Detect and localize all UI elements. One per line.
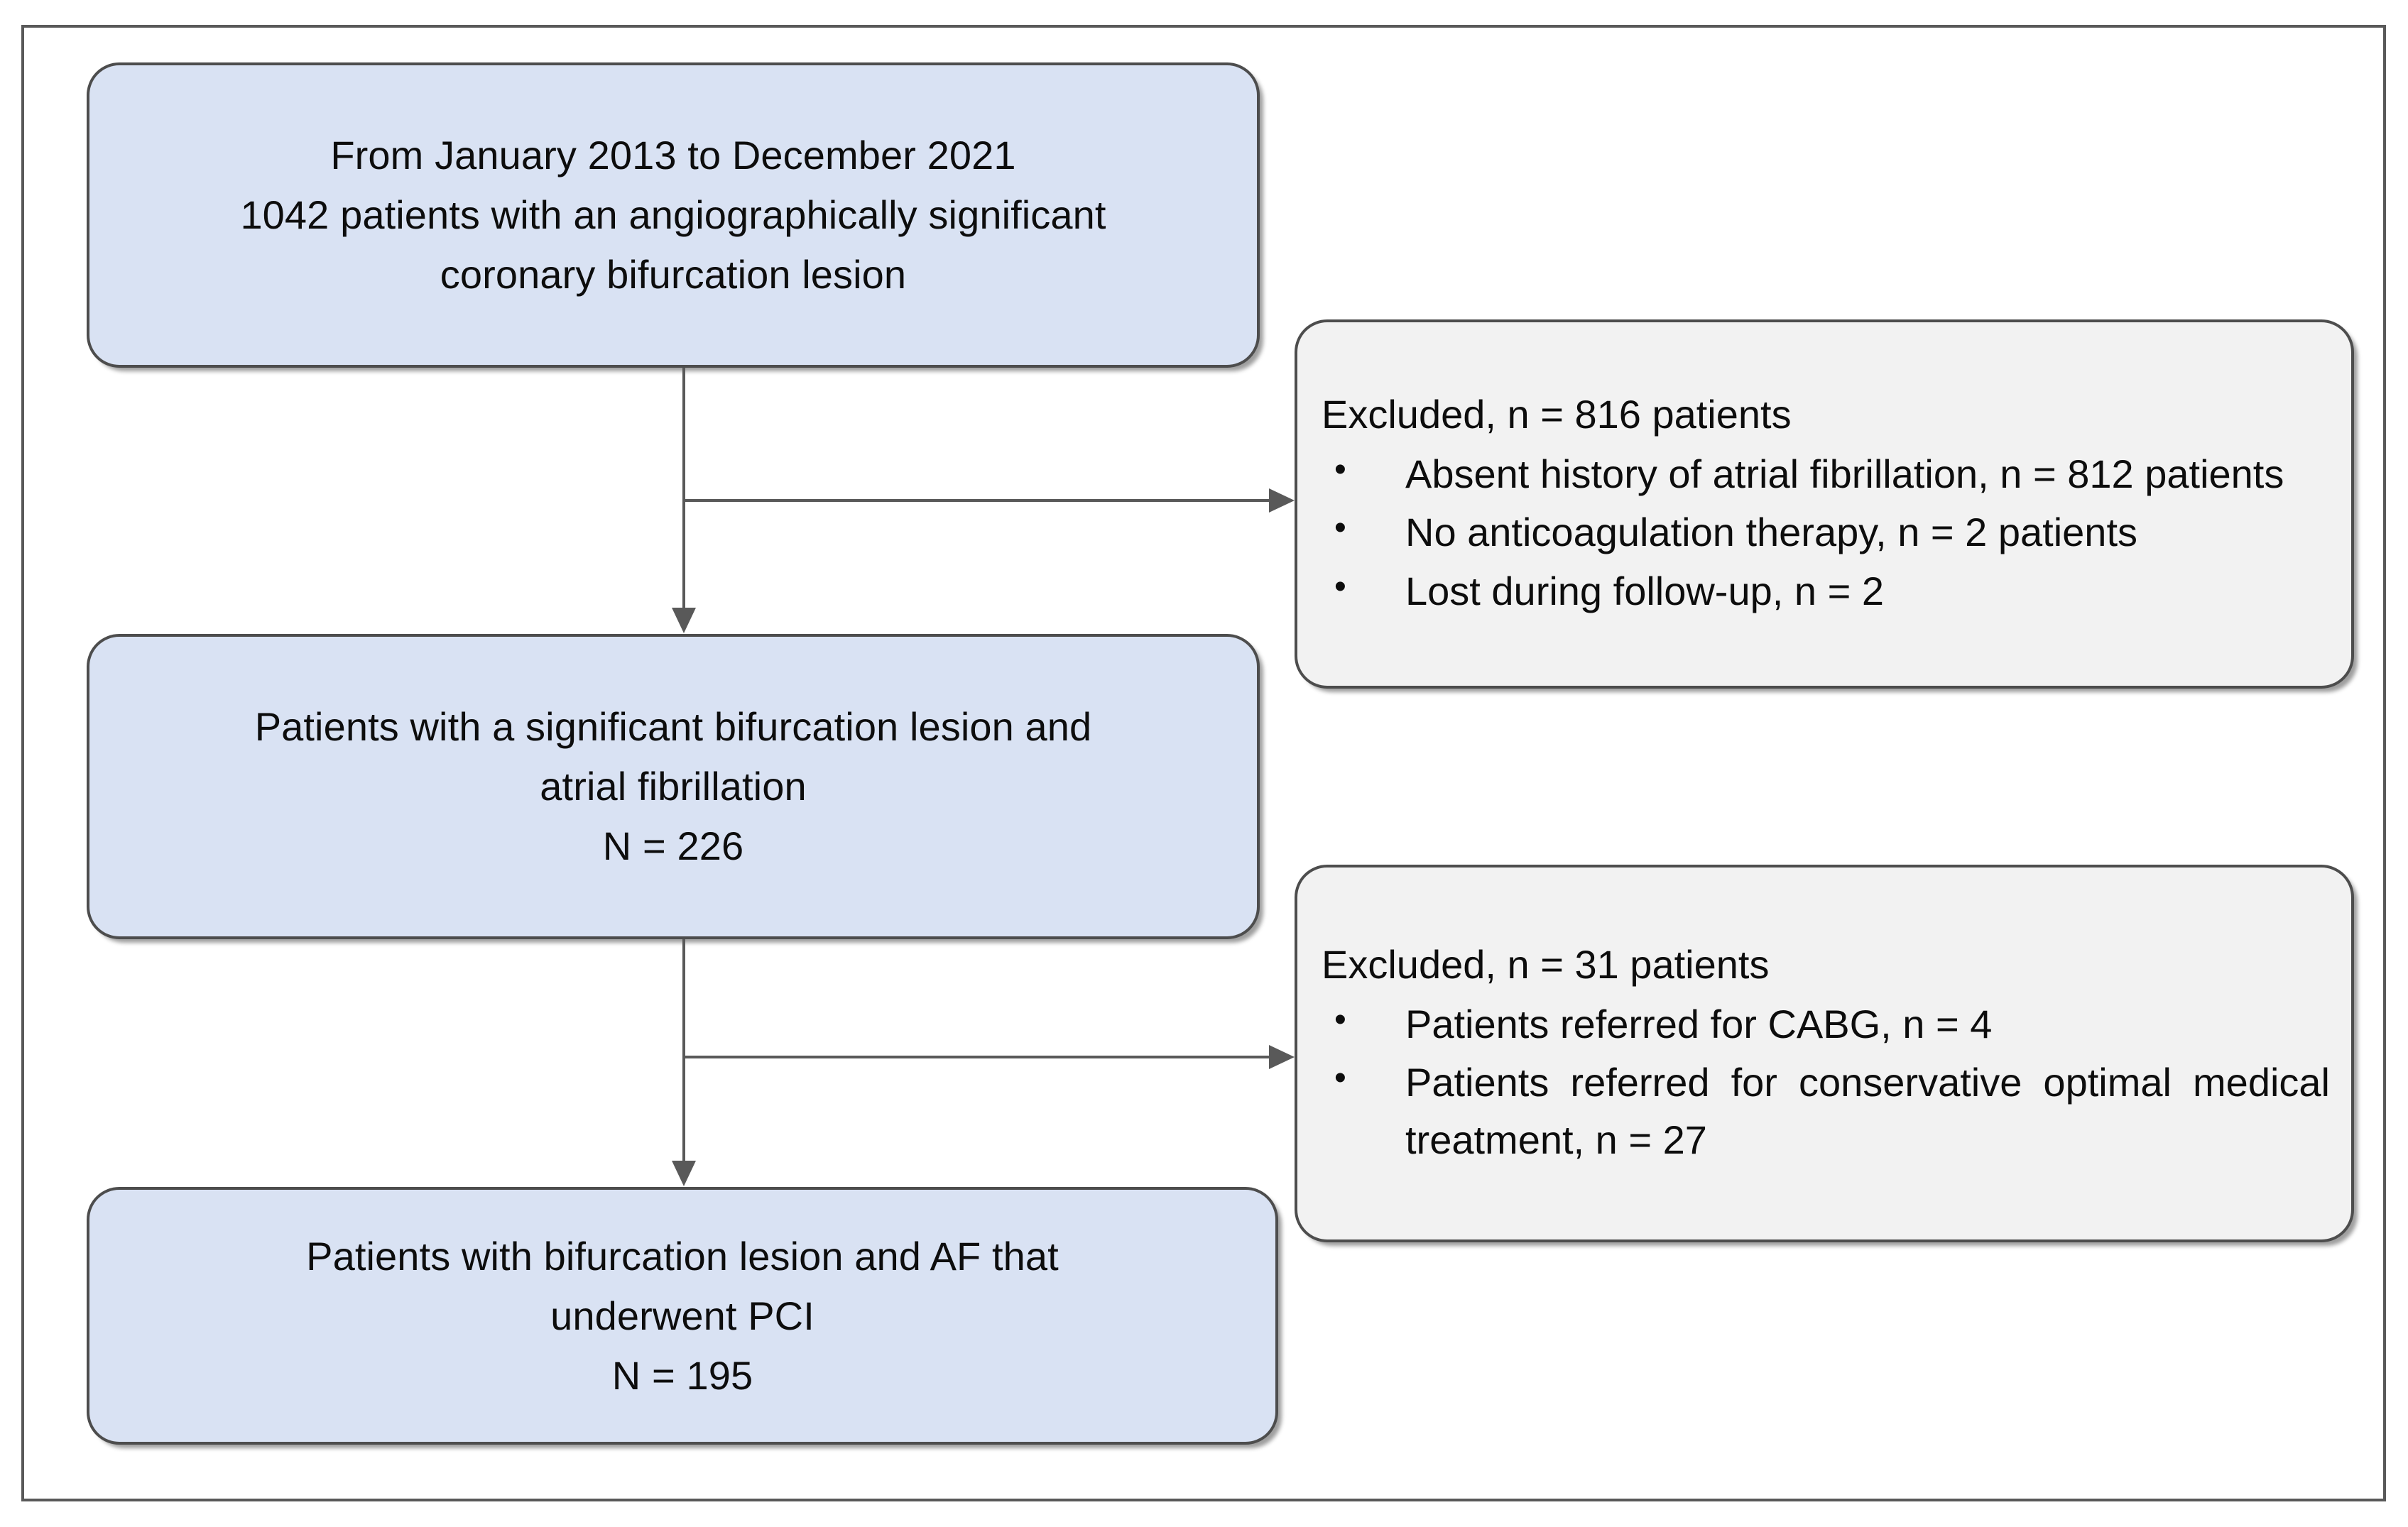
bullet-icon: • [1334,450,1346,488]
connector-arrowhead-right-2 [1269,1045,1295,1069]
list-item-label: Absent history of atrial fibrillation, n… [1405,451,2284,496]
list-item: • No anticoagulation therapy, n = 2 pati… [1322,504,2330,562]
list-item: • Patients referred for CABG, n = 4 [1322,996,2330,1053]
node-cohort-af-line1: Patients with a significant bifurcation … [254,704,1092,749]
node-excluded-2-body: Excluded, n = 31 patients • Patients ref… [1297,936,2351,1170]
node-excluded-2-list: • Patients referred for CABG, n = 4 • Pa… [1322,996,2330,1169]
node-cohort-initial: From January 2013 to December 2021 1042 … [87,62,1260,368]
node-excluded-2: Excluded, n = 31 patients • Patients ref… [1295,865,2354,1242]
node-cohort-pci-line2: underwent PCI [550,1293,815,1338]
connector-vline-2 [682,939,685,1161]
list-item: • Absent history of atrial fibrillation,… [1322,446,2330,503]
node-excluded-1-body: Excluded, n = 816 patients • Absent hist… [1297,386,2351,621]
connector-hline-1 [682,499,1269,502]
connector-arrowhead-down-2 [672,1161,696,1186]
node-cohort-pci: Patients with bifurcation lesion and AF … [87,1187,1278,1445]
node-excluded-1: Excluded, n = 816 patients • Absent hist… [1295,319,2354,689]
node-excluded-1-list: • Absent history of atrial fibrillation,… [1322,446,2330,620]
list-item: • Lost during follow-up, n = 2 [1322,563,2330,620]
bullet-icon: • [1334,509,1346,547]
connector-arrowhead-down-1 [672,608,696,633]
node-cohort-af-line3: N = 226 [602,823,744,868]
node-cohort-initial-line1: From January 2013 to December 2021 [330,133,1016,177]
node-excluded-2-heading: Excluded, n = 31 patients [1322,942,1770,987]
node-cohort-initial-line2: 1042 patients with an angiographically s… [240,192,1106,237]
bullet-icon: • [1334,1059,1346,1098]
node-cohort-af-line2: atrial fibrillation [540,764,807,809]
connector-vline-1 [682,368,685,608]
connector-hline-2 [682,1056,1269,1058]
list-item-label: Lost during follow-up, n = 2 [1405,569,1884,614]
bullet-icon: • [1334,568,1346,606]
node-cohort-pci-line3: N = 195 [611,1352,753,1398]
node-excluded-1-heading: Excluded, n = 816 patients [1322,392,1792,437]
list-item: • Patients referred for conservative opt… [1322,1054,2330,1168]
list-item-label: No anticoagulation therapy, n = 2 patien… [1405,510,2137,555]
node-cohort-initial-line3: coronary bifurcation lesion [440,252,907,297]
node-cohort-pci-line1: Patients with bifurcation lesion and AF … [306,1233,1059,1279]
list-item-label: Patients referred for conservative optim… [1405,1060,2330,1163]
list-item-label: Patients referred for CABG, n = 4 [1405,1001,1993,1046]
connector-arrowhead-right-1 [1269,488,1295,513]
bullet-icon: • [1334,1000,1346,1039]
node-cohort-af: Patients with a significant bifurcation … [87,634,1260,939]
